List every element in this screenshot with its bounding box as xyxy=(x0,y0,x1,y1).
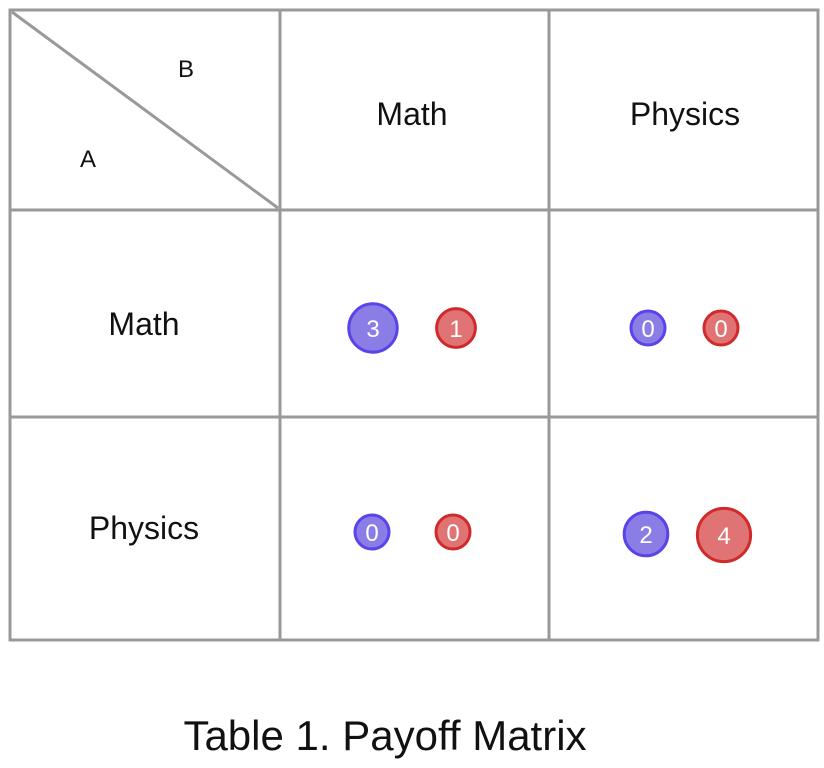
col-header-physics: Physics xyxy=(630,96,740,132)
payoff-value-b-math-math: 1 xyxy=(449,316,462,343)
corner-diagonal xyxy=(11,10,279,210)
payoff-badge-circle xyxy=(353,513,391,551)
payoff-matrix: B A Math Physics Math Physics 3 1 0 0 0 … xyxy=(8,8,820,642)
payoff-badge-circle xyxy=(622,510,670,558)
payoff-a-physics-physics: 2 xyxy=(622,510,670,558)
payoff-badge-circle xyxy=(629,309,667,347)
payoff-b-math-math: 1 xyxy=(435,307,477,349)
payoff-badge-circle xyxy=(702,309,740,347)
payoff-value-a-physics-physics: 2 xyxy=(639,522,652,549)
corner-label-b: B xyxy=(178,56,194,83)
payoff-badge-circle xyxy=(435,307,477,349)
payoff-badge-circle xyxy=(695,506,753,564)
payoff-badge-circle xyxy=(347,302,399,354)
payoff-a-math-math: 3 xyxy=(347,302,399,354)
payoff-badge-circle xyxy=(434,513,472,551)
row-header-math: Math xyxy=(108,306,179,342)
payoff-a-physics-math: 0 xyxy=(353,513,391,551)
payoff-b-physics-math: 0 xyxy=(434,513,472,551)
table-caption: Table 1. Payoff Matrix xyxy=(183,712,587,759)
payoff-value-a-physics-math: 0 xyxy=(365,520,378,547)
payoff-value-b-physics-math: 0 xyxy=(446,520,459,547)
payoff-a-math-physics: 0 xyxy=(629,309,667,347)
col-header-math: Math xyxy=(376,96,447,132)
payoff-value-a-math-physics: 0 xyxy=(641,316,654,343)
corner-label-a: A xyxy=(80,146,96,173)
row-header-physics: Physics xyxy=(89,510,199,546)
payoff-value-a-math-math: 3 xyxy=(366,316,379,343)
payoff-value-b-math-physics: 0 xyxy=(714,316,727,343)
payoff-b-math-physics: 0 xyxy=(702,309,740,347)
payoff-b-physics-physics: 4 xyxy=(695,506,753,564)
table-border xyxy=(8,8,820,642)
payoff-value-b-physics-physics: 4 xyxy=(717,523,730,550)
